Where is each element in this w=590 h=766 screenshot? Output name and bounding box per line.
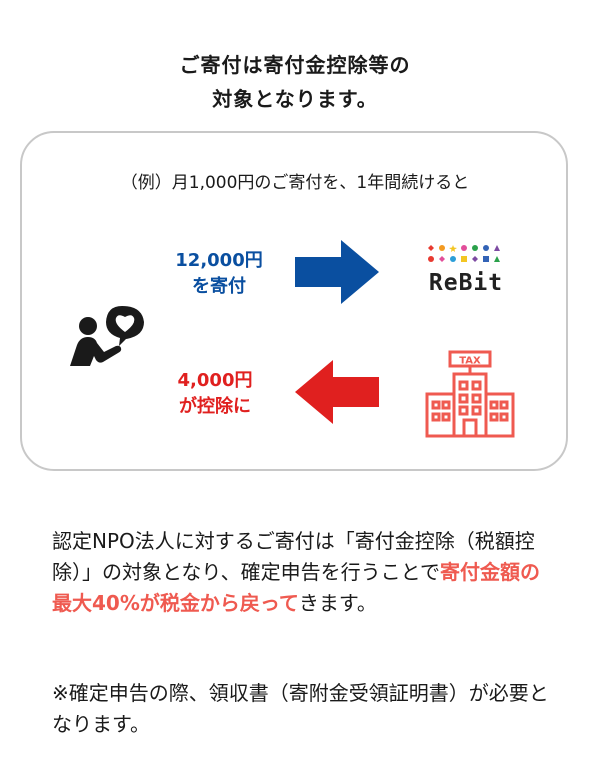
donation-amount: 12,000円	[175, 250, 263, 271]
body-part-1: 認定NPO法人に対するご寄付は「寄付金控除（税額控除）」の対象となり、確定申告を…	[52, 529, 535, 584]
example-card	[20, 131, 568, 471]
donation-label: を寄付	[192, 276, 246, 297]
deduction-amount: 4,000円	[177, 370, 253, 391]
example-caption: （例）月1,000円のご寄付を、1年間続けると	[120, 173, 470, 193]
body-highlight: 寄付金額の最大40%が税金から戻って	[52, 560, 540, 615]
rebit-dots-icon	[428, 245, 500, 262]
arrow-left-icon	[295, 360, 379, 424]
rebit-logo: ReBit	[424, 244, 508, 304]
tax-sign-text: TAX	[459, 356, 481, 367]
headline: ご寄付は寄付金控除等の 対象となります。	[0, 48, 590, 116]
donation-amount-block: 12,000円 を寄付	[164, 248, 274, 300]
body-paragraph: 認定NPO法人に対するご寄付は「寄付金控除（税額控除）」の対象となり、確定申告を…	[52, 526, 552, 619]
person-heart-icon	[70, 306, 144, 366]
deduction-amount-block: 4,000円 が控除に	[160, 368, 270, 420]
headline-line-1: ご寄付は寄付金控除等の	[179, 53, 411, 77]
deduction-label: が控除に	[179, 396, 251, 417]
headline-line-2: 対象となります。	[212, 87, 378, 111]
receipt-note: ※確定申告の際、領収書（寄附金受領証明書）が必要となります。	[52, 681, 549, 736]
tax-office-icon: TAX	[425, 350, 515, 438]
arrow-right-icon	[295, 240, 379, 304]
rebit-logo-text: ReBit	[428, 270, 504, 296]
body-part-2: きます。	[298, 591, 377, 615]
